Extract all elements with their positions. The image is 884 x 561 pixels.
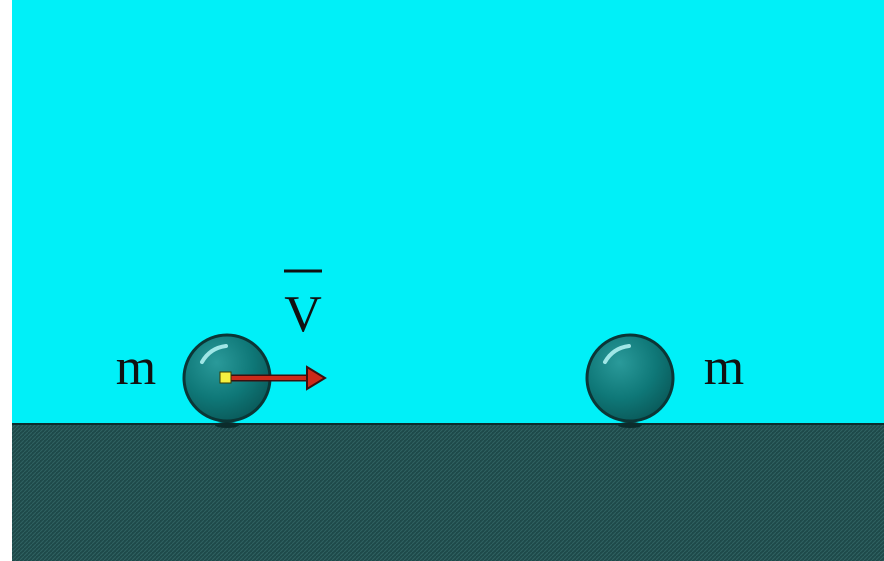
left-ball-contact-shadow [215, 422, 239, 428]
ground [12, 424, 884, 561]
right-ball-icon [587, 335, 673, 421]
right-mass-label: m [704, 339, 744, 396]
right-ball-contact-shadow [618, 422, 642, 428]
left-mass-label: m [116, 339, 156, 396]
velocity-arrow-origin [220, 372, 231, 383]
velocity-label: V [284, 286, 322, 343]
